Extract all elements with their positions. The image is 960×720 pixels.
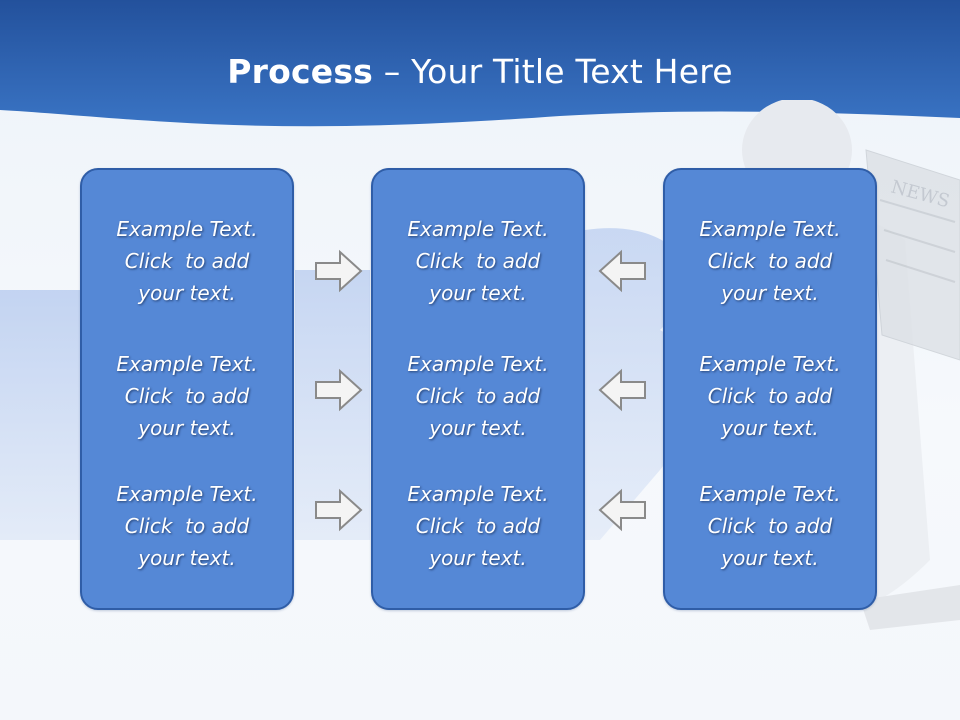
text-line: Example Text. [116, 352, 258, 376]
text-block[interactable]: Example Text. Click to add your text. [373, 213, 583, 309]
center-column-panel[interactable]: Example Text. Click to add your text. Ex… [371, 168, 585, 610]
text-line: Example Text. [699, 352, 841, 376]
text-line: Example Text. [407, 217, 549, 241]
right-arrow-icon[interactable] [314, 249, 364, 293]
text-block[interactable]: Example Text. Click to add your text. [665, 478, 875, 574]
text-block[interactable]: Example Text. Click to add your text. [373, 348, 583, 444]
right-column-panel[interactable]: Example Text. Click to add your text. Ex… [663, 168, 877, 610]
text-line: Click to add [707, 514, 833, 538]
text-block[interactable]: Example Text. Click to add your text. [82, 478, 292, 574]
text-block[interactable]: Example Text. Click to add your text. [373, 478, 583, 574]
text-line: your text. [721, 281, 819, 305]
text-line: your text. [429, 281, 527, 305]
text-line: Click to add [415, 249, 541, 273]
text-line: Example Text. [116, 217, 258, 241]
text-line: your text. [138, 416, 236, 440]
text-line: Example Text. [116, 482, 258, 506]
text-line: Click to add [707, 249, 833, 273]
slide-title[interactable]: Process – Your Title Text Here [0, 52, 960, 91]
text-block[interactable]: Example Text. Click to add your text. [82, 348, 292, 444]
text-line: Click to add [124, 384, 250, 408]
text-line: your text. [138, 281, 236, 305]
text-line: your text. [721, 546, 819, 570]
left-column-panel[interactable]: Example Text. Click to add your text. Ex… [80, 168, 294, 610]
text-line: your text. [138, 546, 236, 570]
text-block[interactable]: Example Text. Click to add your text. [82, 213, 292, 309]
left-arrow-icon[interactable] [597, 488, 647, 532]
text-line: Example Text. [407, 352, 549, 376]
text-line: your text. [429, 546, 527, 570]
right-arrow-icon[interactable] [314, 368, 364, 412]
text-line: your text. [721, 416, 819, 440]
header-band [0, 0, 960, 127]
text-line: Click to add [124, 514, 250, 538]
text-line: Example Text. [699, 482, 841, 506]
text-block[interactable]: Example Text. Click to add your text. [665, 213, 875, 309]
title-bold: Process [227, 52, 374, 91]
left-arrow-icon[interactable] [597, 249, 647, 293]
text-line: Example Text. [699, 217, 841, 241]
text-line: Example Text. [407, 482, 549, 506]
text-line: Click to add [707, 384, 833, 408]
text-line: Click to add [415, 514, 541, 538]
text-block[interactable]: Example Text. Click to add your text. [665, 348, 875, 444]
text-line: your text. [429, 416, 527, 440]
text-line: Click to add [415, 384, 541, 408]
title-rest: – Your Title Text Here [373, 52, 733, 91]
left-arrow-icon[interactable] [597, 368, 647, 412]
text-line: Click to add [124, 249, 250, 273]
right-arrow-icon[interactable] [314, 488, 364, 532]
